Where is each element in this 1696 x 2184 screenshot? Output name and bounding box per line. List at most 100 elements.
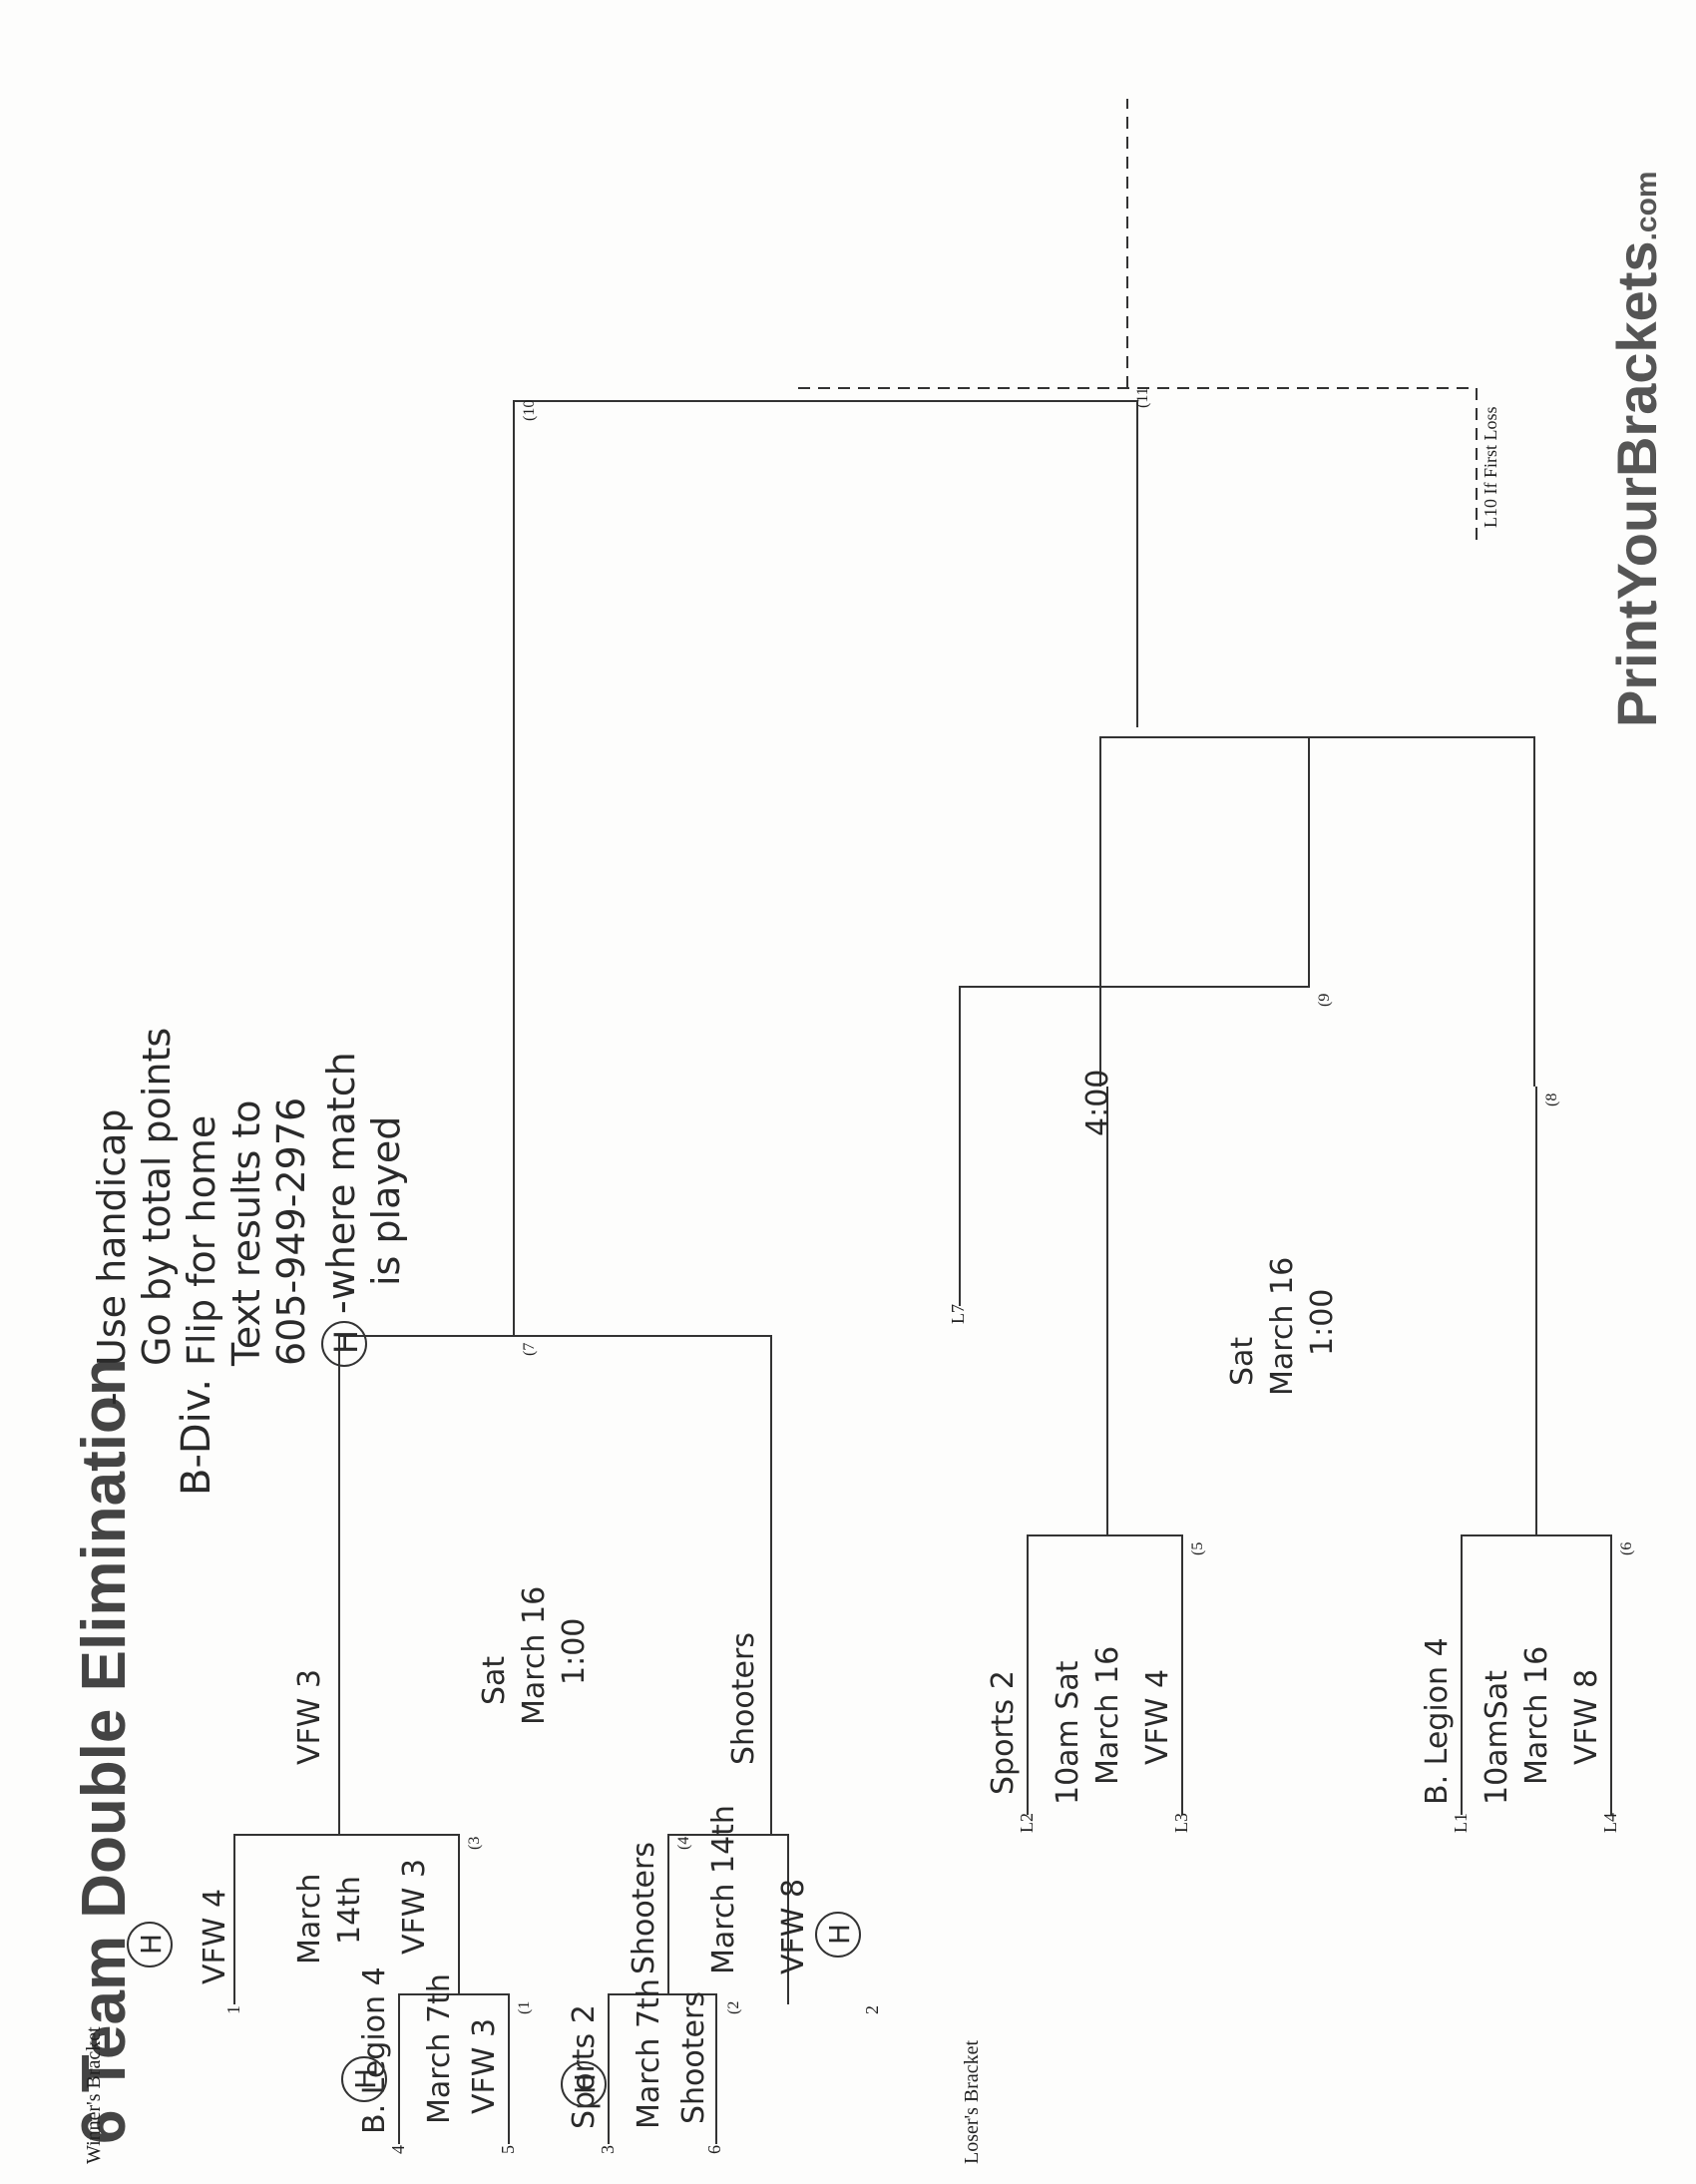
game9-lines <box>959 737 1310 1306</box>
logo-main: PrintYourBrackets <box>1605 240 1668 727</box>
home-marker-1: H <box>349 2068 382 2089</box>
home-circle-icon <box>815 1912 861 1958</box>
page-title: 6 Team Double Elimination <box>70 1358 139 2144</box>
game-number-1: (1 <box>516 2001 533 2014</box>
g6-date-2: March 16 <box>1519 1646 1554 1785</box>
g7-time: 1:00 <box>557 1618 592 1685</box>
loser-slots: L2 L3 L1 L4 L7 L10 If First Loss <box>948 407 1620 1834</box>
game-number-10: (10 <box>521 400 538 421</box>
g9-time: 4:00 <box>1080 1070 1115 1136</box>
game5-lines <box>1027 1534 1183 1815</box>
g2-bottom-team: Shooters <box>676 1991 711 2124</box>
game3-lines <box>233 1834 460 2004</box>
seed-2: 2 <box>862 2005 882 2014</box>
g5-bottom-team: VFW 4 <box>1140 1669 1175 1765</box>
g1-top-team: B. Legion 4 <box>357 1966 392 2134</box>
home-circle-icon <box>127 1922 173 1967</box>
losers-bracket-label: Loser's Bracket <box>961 2039 983 2164</box>
home-marker-3: H <box>135 1934 168 1955</box>
home-circle-icon <box>341 2056 387 2102</box>
g3-date-1: March <box>292 1874 327 1965</box>
home-circle-icon <box>561 2061 607 2107</box>
note-1: Use handicap <box>90 1108 134 1366</box>
if-first-loss-lines <box>798 99 1478 548</box>
winners-handwriting: B. Legion 4 March 7th VFW 3 Sports 2 Mar… <box>198 1586 811 2134</box>
g7-bottom-team: Shooters <box>726 1632 761 1765</box>
logo-suffix: .com <box>1630 171 1663 240</box>
loser-slot-l10: L10 If First Loss <box>1481 407 1500 529</box>
g3-top-team: VFW 4 <box>198 1889 232 1984</box>
note-7: is played <box>364 1116 408 1286</box>
game-number-7: (7 <box>521 1343 538 1356</box>
note-6: -where match <box>319 1052 363 1314</box>
g2-date: March 7th <box>632 1978 666 2129</box>
seed-1: 1 <box>223 2005 243 2014</box>
loser-slot-l7: L7 <box>948 1304 968 1324</box>
loser-slot-l4: L4 <box>1600 1813 1620 1833</box>
g3-bottom-team: VFW 3 <box>397 1859 432 1955</box>
g8-date: March 16 <box>1265 1257 1300 1396</box>
g1-bottom-team: VFW 3 <box>467 2018 502 2114</box>
loser-slot-l2: L2 <box>1017 1813 1037 1833</box>
game10-lines <box>513 400 1138 1336</box>
g4-bottom-team: VFW 8 <box>776 1879 811 1974</box>
home-marker-2: H <box>569 2073 602 2094</box>
g7-day: Sat <box>477 1656 512 1705</box>
game2-lines <box>608 1993 717 2144</box>
division-label: B-Div. <box>174 1379 219 1496</box>
g5-top-team: Sports 2 <box>986 1670 1021 1795</box>
seed-3: 3 <box>598 2145 618 2154</box>
game-number-4: (4 <box>675 1837 692 1850</box>
g6-top-team: B. Legion 4 <box>1420 1637 1455 1805</box>
game1-lines <box>398 1993 510 2144</box>
g7-date: March 16 <box>517 1586 552 1725</box>
seed-4: 4 <box>388 2145 408 2154</box>
game4-lines <box>667 1834 789 2004</box>
game-number-3: (3 <box>466 1837 483 1850</box>
svg-text:-: - <box>90 1392 134 1406</box>
game7-lines <box>338 1335 772 1835</box>
g4-top-team: Shooters <box>627 1842 661 1974</box>
g6-date-1: 10amSat <box>1480 1670 1514 1805</box>
home-markers: H H H H <box>127 1912 861 2107</box>
note-2: Go by total points <box>135 1028 179 1366</box>
winners-bracket-label: Winner's Bracket <box>83 2026 105 2164</box>
game-number-5: (5 <box>1189 1542 1206 1555</box>
g5-date-2: March 16 <box>1090 1646 1125 1785</box>
home-marker-4: H <box>823 1924 856 1945</box>
g8-time: 1:00 <box>1305 1289 1340 1356</box>
seed-5: 5 <box>498 2145 518 2154</box>
game-number-11: (11 <box>1134 387 1151 408</box>
note-5: 605-949-2976 <box>269 1097 313 1366</box>
game11-lines <box>798 387 1478 548</box>
g1-date: March 7th <box>422 1973 457 2124</box>
g3-date-2: 14th <box>332 1876 367 1945</box>
note-symbol: H <box>327 1330 365 1354</box>
note-star: - <box>90 1392 134 1406</box>
note-3: Flip for home <box>180 1115 223 1366</box>
notes: - Use handicap Go by total points Flip f… <box>90 1028 408 1406</box>
seed-numbers: 4 5 3 6 1 2 <box>223 2005 882 2154</box>
game8-lines <box>1099 736 1535 1087</box>
game-number-8: (8 <box>1543 1093 1560 1106</box>
note-4: Text results to <box>224 1100 268 1367</box>
game-number-9: (9 <box>1316 994 1333 1007</box>
game-numbers: (1 (2 (3 (4 (5 (6 (7 (8 (9 (10 (11 <box>466 387 1635 2014</box>
svg-text:PrintYourBrackets.com: PrintYourBrackets.com <box>1605 171 1668 727</box>
g5-date-1: 10am Sat <box>1051 1660 1085 1805</box>
loser-slot-l1: L1 <box>1451 1813 1471 1833</box>
seed-6: 6 <box>704 2145 724 2154</box>
game-number-6: (6 <box>1618 1542 1635 1555</box>
home-circle-icon <box>321 1321 367 1367</box>
bracket-lines <box>233 400 1612 2144</box>
g6-bottom-team: VFW 8 <box>1569 1669 1604 1765</box>
g4-date: March 14th <box>706 1805 741 1974</box>
game-number-2: (2 <box>725 2001 742 2014</box>
g8-day: Sat <box>1225 1337 1260 1386</box>
losers-handwriting: Sports 2 10am Sat March 16 VFW 4 B. Legi… <box>986 1070 1604 1805</box>
g7-top-team: VFW 3 <box>292 1669 327 1765</box>
loser-slot-l3: L3 <box>1171 1813 1191 1833</box>
